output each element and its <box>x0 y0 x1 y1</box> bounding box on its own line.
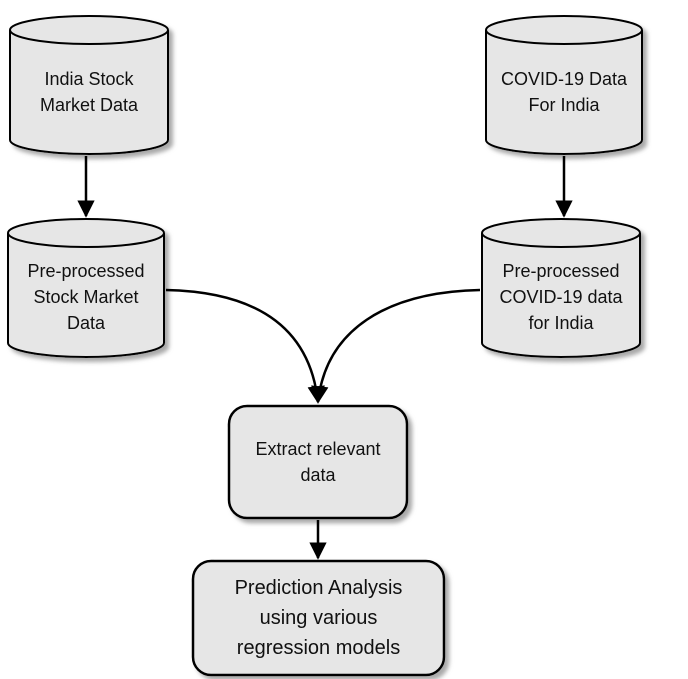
arrow-covid-processed-to-extract <box>311 288 481 404</box>
label-stock-source: India Stock Market Data <box>39 69 139 115</box>
arrow-stock-processed-to-extract <box>165 288 325 404</box>
box-extract <box>227 404 409 520</box>
label-stock-processed: Pre-processed Stock Market Data <box>27 261 145 333</box>
box-prediction <box>191 559 446 677</box>
cylinder-covid-processed <box>481 218 641 358</box>
cylinder-covid-source <box>485 15 643 155</box>
label-covid-source: COVID-19 Data For India <box>500 69 628 115</box>
cylinder-stock-processed <box>7 218 165 358</box>
label-prediction: Prediction Analysis using various regres… <box>234 577 403 659</box>
cylinder-stock-source <box>9 15 169 155</box>
label-covid-processed: Pre-processed COVID-19 data for India <box>499 261 623 333</box>
label-extract: Extract relevant data <box>255 439 381 485</box>
